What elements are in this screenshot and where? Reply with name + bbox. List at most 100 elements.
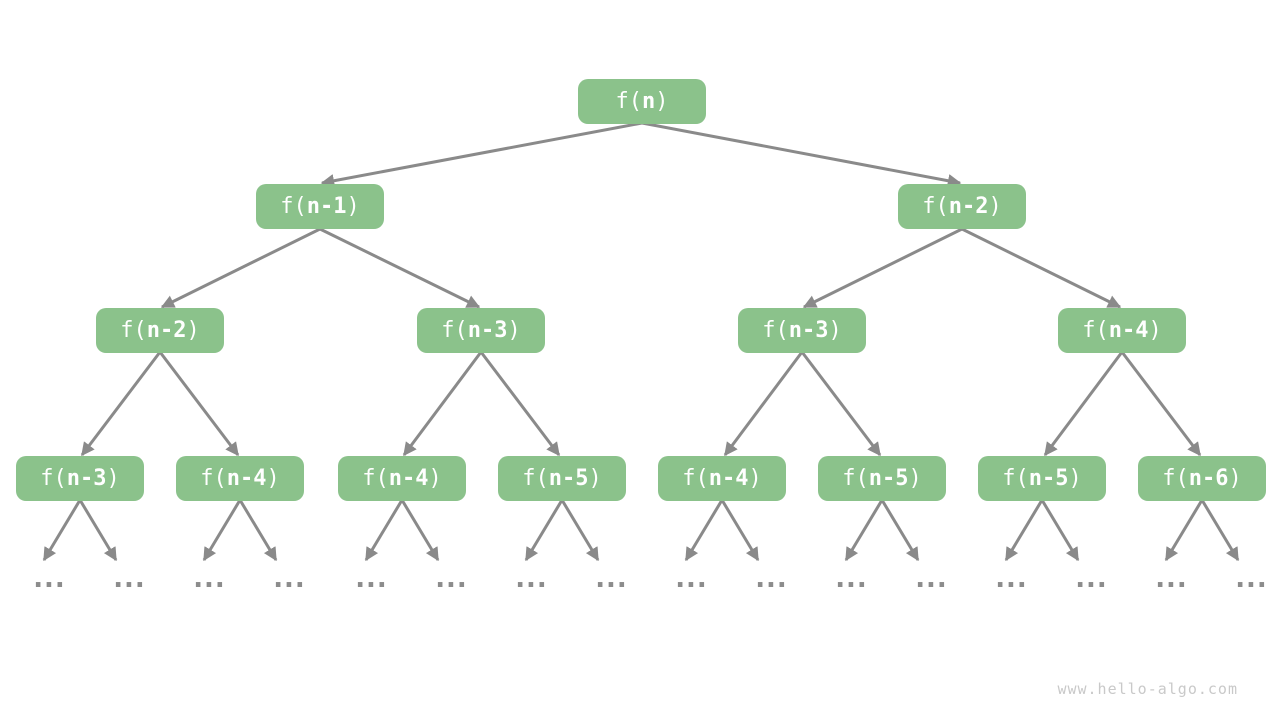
- tree-node-l4-f-n-4-c: f(n-4): [658, 456, 786, 501]
- ellipsis-leaf: ...: [671, 561, 711, 594]
- node-label-arg: n-5: [868, 466, 909, 491]
- edge: [800, 351, 882, 457]
- tree-node-l4-f-n-6: f(n-6): [1138, 456, 1266, 501]
- edge: [723, 351, 804, 457]
- tree-node-l4-f-n-5-c: f(n-5): [978, 456, 1106, 501]
- node-label-arg: n-4: [388, 466, 429, 491]
- node-label-suffix: ): [828, 318, 842, 343]
- ellipsis-leaf: ...: [1151, 561, 1191, 594]
- tree-node-l4-f-n-5-b: f(n-5): [818, 456, 946, 501]
- edge: [479, 351, 561, 457]
- ellipsis-leaf: ...: [911, 561, 951, 594]
- edge: [319, 227, 481, 309]
- node-label-suffix: ): [266, 466, 280, 491]
- ellipsis-leaf: ...: [831, 561, 871, 594]
- tree-node-l4-f-n-5-a: f(n-5): [498, 456, 626, 501]
- node-label-prefix: f(: [842, 466, 869, 491]
- ellipsis-leaf: ...: [991, 561, 1031, 594]
- edge: [641, 121, 962, 188]
- node-label-suffix: ): [1068, 466, 1082, 491]
- edge: [880, 499, 920, 562]
- tree-node-l3-f-n-2: f(n-2): [96, 308, 224, 353]
- edge: [560, 499, 600, 562]
- tree-node-l3-f-n-3-b: f(n-3): [738, 308, 866, 353]
- node-label-arg: n-1: [306, 194, 347, 219]
- tree-node-l4-f-n-4-b: f(n-4): [338, 456, 466, 501]
- node-label-suffix: ): [106, 466, 120, 491]
- edge: [78, 499, 118, 562]
- edge: [684, 499, 724, 562]
- node-label-prefix: f(: [120, 318, 147, 343]
- tree-node-l3-f-n-4: f(n-4): [1058, 308, 1186, 353]
- node-label-prefix: f(: [1082, 318, 1109, 343]
- node-label-prefix: f(: [362, 466, 389, 491]
- ellipsis-leaf: ...: [109, 561, 149, 594]
- edge: [158, 351, 240, 457]
- edge: [844, 499, 884, 562]
- edge: [720, 499, 760, 562]
- node-label-prefix: f(: [615, 89, 643, 114]
- node-label-arg: n-3: [66, 466, 107, 491]
- node-label-arg: n-5: [548, 466, 589, 491]
- ellipsis-leaf: ...: [189, 561, 229, 594]
- tree-node-l4-f-n-4-a: f(n-4): [176, 456, 304, 501]
- ellipsis-leaf: ...: [511, 561, 551, 594]
- node-label-prefix: f(: [40, 466, 67, 491]
- node-label-suffix: ): [507, 318, 521, 343]
- node-label-suffix: ): [908, 466, 922, 491]
- node-label-prefix: f(: [441, 318, 468, 343]
- tree-node-l2-f-n-1: f(n-1): [256, 184, 384, 229]
- ellipsis-leaf: ...: [351, 561, 391, 594]
- edge: [320, 121, 643, 188]
- ellipsis-leaf: ...: [29, 561, 69, 594]
- ellipsis-leaf: ...: [269, 561, 309, 594]
- tree-node-f-n: f(n): [578, 79, 706, 124]
- node-label-prefix: f(: [522, 466, 549, 491]
- node-label-arg: n-3: [467, 318, 508, 343]
- node-label-arg: n-4: [226, 466, 267, 491]
- node-label-prefix: f(: [922, 194, 949, 219]
- edge: [1200, 499, 1240, 562]
- edge: [238, 499, 278, 562]
- node-label-arg: n-2: [948, 194, 989, 219]
- ellipsis-leaf: ...: [591, 561, 631, 594]
- node-label-suffix: ): [1228, 466, 1242, 491]
- node-label-arg: n-5: [1028, 466, 1069, 491]
- node-label-prefix: f(: [200, 466, 227, 491]
- node-label-suffix: ): [1148, 318, 1162, 343]
- edge: [202, 499, 242, 562]
- node-label-suffix: ): [428, 466, 442, 491]
- tree-node-l2-f-n-2: f(n-2): [898, 184, 1026, 229]
- node-label-prefix: f(: [280, 194, 307, 219]
- node-label-suffix: ): [588, 466, 602, 491]
- edge: [802, 227, 963, 309]
- node-label-suffix: ): [346, 194, 360, 219]
- edge: [524, 499, 564, 562]
- edge: [400, 499, 440, 562]
- ellipsis-leaf: ...: [1071, 561, 1111, 594]
- edge: [1120, 351, 1202, 457]
- edge: [42, 499, 82, 562]
- node-label-suffix: ): [748, 466, 762, 491]
- node-label-prefix: f(: [1162, 466, 1189, 491]
- edge: [402, 351, 483, 457]
- node-label-suffix: ): [655, 89, 669, 114]
- edge: [1004, 499, 1044, 562]
- ellipsis-leaf: ...: [1231, 561, 1271, 594]
- node-label-arg: n: [642, 89, 656, 114]
- tree-node-l4-f-n-3: f(n-3): [16, 456, 144, 501]
- node-label-prefix: f(: [762, 318, 789, 343]
- node-label-arg: n-3: [788, 318, 829, 343]
- edge: [1164, 499, 1204, 562]
- node-label-arg: n-4: [1108, 318, 1149, 343]
- node-label-prefix: f(: [682, 466, 709, 491]
- tree-node-l3-f-n-3-a: f(n-3): [417, 308, 545, 353]
- node-label-suffix: ): [186, 318, 200, 343]
- edge: [1043, 351, 1124, 457]
- edge: [80, 351, 162, 457]
- edge: [160, 227, 321, 309]
- ellipsis-leaf: ...: [751, 561, 791, 594]
- node-label-arg: n-2: [146, 318, 187, 343]
- watermark: www.hello-algo.com: [1057, 680, 1238, 698]
